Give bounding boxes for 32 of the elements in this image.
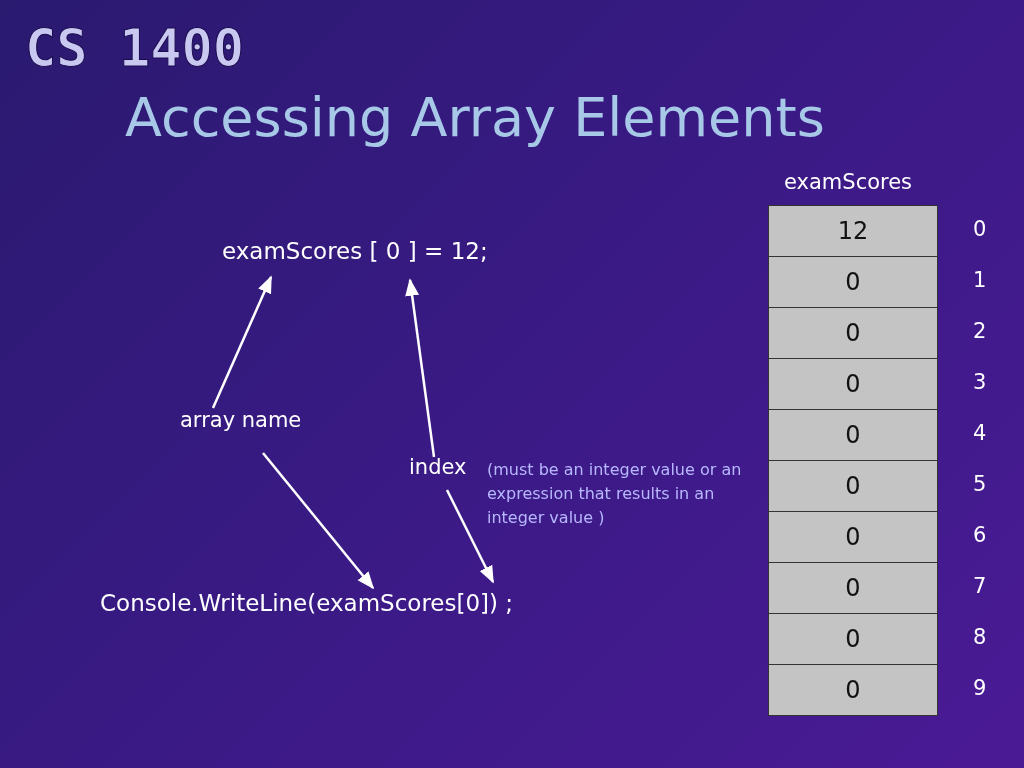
callout-text: index	[409, 455, 467, 479]
arrow	[445, 489, 495, 584]
array-cell: 0	[768, 409, 938, 461]
index-number: 8	[973, 625, 987, 649]
code-line: Console.WriteLine(examScores[0]) ;	[100, 590, 514, 616]
array-name-heading: examScores	[784, 170, 913, 194]
arrow	[211, 275, 273, 409]
arrow	[262, 452, 375, 590]
index-number: 2	[973, 319, 987, 343]
callout-text: array name	[180, 408, 302, 432]
index-number: 5	[973, 472, 987, 496]
index-number: 6	[973, 523, 987, 547]
index-number: 1	[973, 268, 987, 292]
arrow	[405, 278, 436, 458]
array-cell: 0	[768, 562, 938, 614]
array-cell: 0	[768, 307, 938, 359]
array-cell: 0	[768, 613, 938, 665]
code-line: examScores [ 0 ] = 12;	[222, 238, 488, 264]
array-cell: 0	[768, 256, 938, 308]
note-text: (must be an integer value or an expression that results in an integer value )	[487, 459, 743, 529]
index-number: 0	[973, 217, 987, 241]
array-cell: 0	[768, 664, 938, 716]
index-number: 9	[973, 676, 987, 700]
index-number: 4	[973, 421, 987, 445]
index-number: 7	[973, 574, 987, 598]
slide-title: Accessing Array Elements	[125, 86, 825, 149]
array-cell: 0	[768, 511, 938, 563]
course-label: CS 1400	[25, 18, 245, 78]
array-cell: 12	[768, 205, 938, 257]
array-cell: 0	[768, 358, 938, 410]
array-cell: 0	[768, 460, 938, 512]
index-number: 3	[973, 370, 987, 394]
